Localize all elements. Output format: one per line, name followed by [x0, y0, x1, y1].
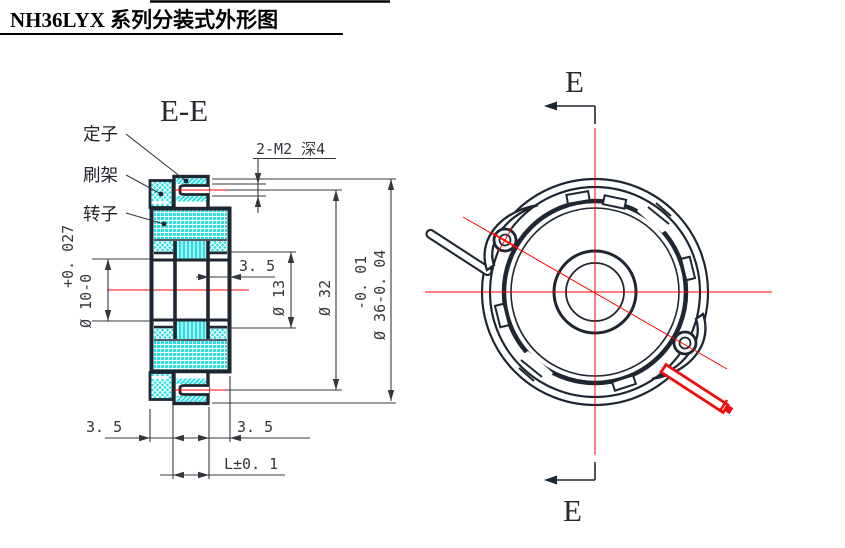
screw-bottom-inner	[678, 336, 692, 350]
front-centerline-diag	[462, 216, 728, 370]
brush-gap-bottom	[152, 376, 169, 379]
shaft-hatch-bottom	[176, 321, 207, 339]
dim-recess-right: 3. 5	[237, 418, 273, 436]
brush-block-bottom	[148, 371, 175, 401]
dim-recess-left: 3. 5	[86, 418, 122, 436]
leader-dot	[158, 191, 164, 197]
shaft-hatch-top	[176, 241, 207, 259]
brush-gap-top	[152, 201, 169, 204]
hatch-cell	[209, 328, 227, 339]
label-brush-holder: 刷架	[83, 165, 118, 185]
housing-hooks	[518, 202, 672, 382]
housing-cut-bottom	[517, 351, 553, 382]
hatch-cell	[209, 241, 227, 252]
hatch-cell	[154, 241, 173, 252]
screw-top-inner	[498, 233, 512, 247]
dim-shaft-tol: +0. 027	[59, 225, 77, 288]
rotor-winding-bottom	[154, 341, 227, 370]
top-hub-hatch	[176, 178, 206, 184]
leader-dot	[183, 178, 189, 184]
dim-outer-dia: Ø 36-0. 04	[371, 250, 389, 340]
front-view: E E	[425, 64, 772, 528]
page-title: NH36LYX 系列分装式外形图	[10, 8, 278, 32]
dimension-arrows	[104, 173, 395, 479]
section-arrow-bottom	[544, 462, 596, 485]
bottom-hub-hatch	[176, 396, 206, 402]
top-hub-hatch	[176, 196, 206, 202]
dim-outer-tol: -0. 01	[352, 256, 370, 310]
screw-cross-2	[497, 227, 513, 253]
mounting-tabs	[493, 189, 697, 392]
hatch-cell	[154, 328, 173, 339]
screw-bottom	[672, 330, 698, 356]
section-view: E-E	[59, 93, 396, 479]
leader-lines	[125, 133, 187, 225]
dimension-lines	[92, 157, 396, 479]
section-mark-top: E	[565, 64, 584, 99]
label-rotor: 转子	[83, 204, 118, 224]
dim-thread: 2-M2 深4	[256, 140, 325, 158]
label-stator: 定子	[83, 124, 118, 144]
section-arrow-top	[544, 101, 596, 124]
dim-bolt-circle: Ø 32	[316, 280, 334, 316]
dim-recess-top: 3. 5	[239, 257, 275, 275]
housing-cut-top	[637, 202, 673, 233]
dim-length: L±0. 1	[224, 455, 278, 473]
lead-wire-red	[659, 362, 734, 415]
section-view-label: E-E	[160, 93, 208, 128]
dim-bore: Ø 13	[270, 280, 288, 316]
lead-wire-black	[425, 228, 493, 277]
leader-dot	[161, 221, 167, 227]
dim-shaft-dia: Ø 10-0	[77, 274, 95, 328]
bottom-hub-hatch	[176, 378, 206, 384]
section-mark-bottom: E	[563, 493, 582, 528]
